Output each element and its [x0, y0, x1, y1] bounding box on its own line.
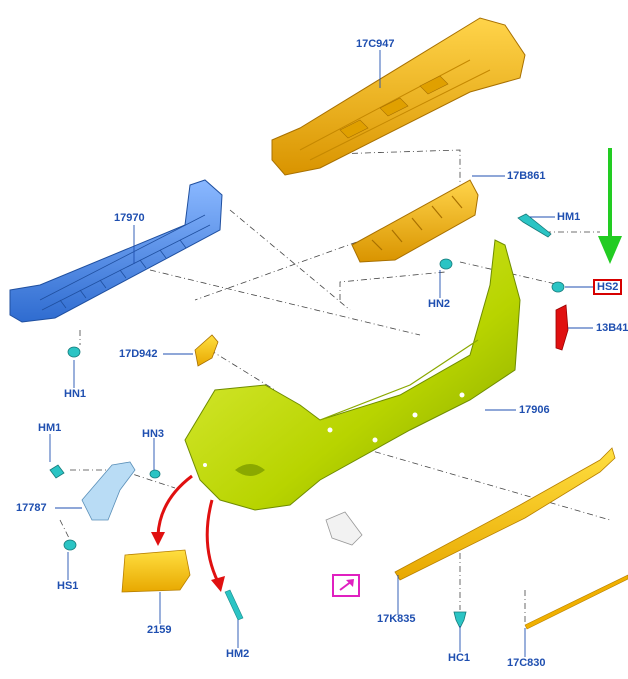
part-17D942 [194, 334, 219, 367]
fasteners [49, 213, 565, 629]
fastener-HS2 [551, 281, 565, 293]
green-down-arrow-icon [598, 148, 622, 264]
label-17D942: 17D942 [119, 348, 158, 360]
red-curved-arrows [156, 474, 220, 583]
label-HN2: HN2 [428, 298, 451, 310]
part-2159 [121, 549, 191, 593]
label-HN3: HN3 [142, 428, 165, 440]
part-17K835 [394, 447, 616, 581]
label-17B861: 17B861 [507, 170, 546, 182]
label-13B41: 13B41 [596, 322, 628, 334]
part-17787 [81, 461, 136, 521]
part-13B41 [555, 304, 569, 351]
label-HM2: HM2 [226, 648, 250, 660]
label-17C947: 17C947 [356, 38, 395, 50]
part-17C947 [271, 17, 526, 176]
part-17906 [184, 239, 521, 511]
fastener-HN3 [149, 469, 161, 479]
label-17K835: 17K835 [377, 613, 416, 625]
part-17970 [9, 179, 223, 323]
part-HM2 [224, 589, 244, 621]
fastener-HM1-top [517, 213, 552, 238]
part-tow-cover [325, 511, 363, 546]
label-17906: 17906 [519, 404, 550, 416]
label-17787: 17787 [16, 502, 47, 514]
label-HC1: HC1 [448, 652, 471, 664]
fastener-HS1 [63, 539, 77, 551]
label-HM1-left: HM1 [38, 422, 62, 434]
red-arrow-head-2 [211, 576, 225, 592]
fastener-HC1 [453, 611, 467, 629]
part-17C830 [524, 574, 628, 630]
part-17B861 [351, 179, 479, 263]
label-2159: 2159 [147, 624, 172, 636]
label-17970: 17970 [114, 212, 145, 224]
fastener-HN1 [67, 346, 81, 358]
fastener-HM1-left [49, 464, 65, 479]
label-HS2: HS2 [593, 279, 623, 295]
label-HN1: HN1 [64, 388, 87, 400]
label-17C830: 17C830 [507, 657, 546, 669]
label-leaders [49, 50, 593, 657]
arrow-in-box-icon [332, 574, 360, 597]
fastener-HN2 [439, 258, 453, 270]
label-HS1: HS1 [57, 580, 79, 592]
red-arrow-head-1 [151, 532, 165, 546]
label-HM1-top: HM1 [557, 211, 581, 223]
